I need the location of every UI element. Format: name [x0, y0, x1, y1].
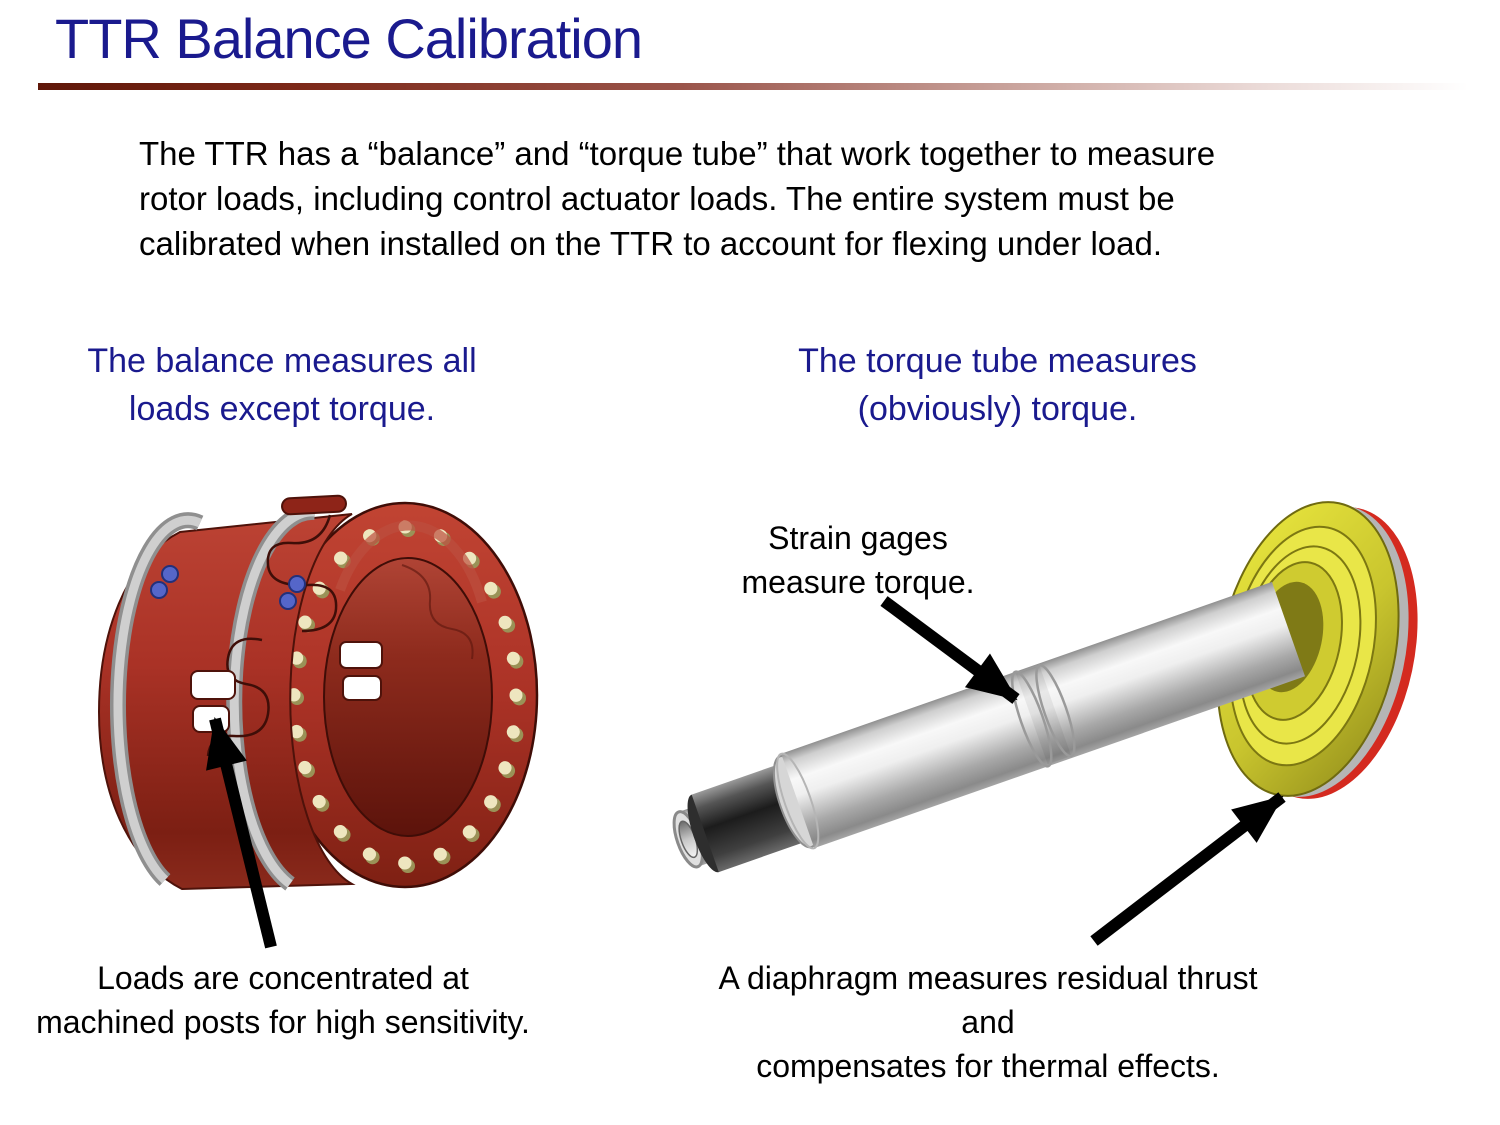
- strain-gage-arrow: [880, 596, 1020, 704]
- intro-line: calibrated when installed on the TTR to …: [139, 225, 1162, 262]
- balance-body: [97, 494, 356, 891]
- bore-groove-pattern: [401, 564, 474, 660]
- heading-line: The balance measures all: [87, 342, 477, 380]
- strain-gages-label: Strain gages measure torque.: [698, 516, 1018, 604]
- caption-line: machined posts for high sensitivity.: [36, 1004, 530, 1040]
- intro-line: rotor loads, including control actuator …: [139, 180, 1175, 217]
- caption-line: A diaphragm measures residual thrust and: [718, 960, 1258, 1040]
- balance-caption: Loads are concentrated at machined posts…: [18, 956, 548, 1044]
- caption-line: compensates for thermal effects.: [756, 1048, 1220, 1084]
- diaphragm-arrow: [1090, 792, 1286, 946]
- heading-line: The torque tube measures: [798, 342, 1197, 380]
- label-line: measure torque.: [741, 564, 975, 600]
- torque-tube-shaft: [672, 581, 1306, 873]
- groove-pattern-upper: [266, 514, 338, 633]
- label-line: Strain gages: [768, 520, 948, 556]
- torque-tube-heading: The torque tube measures (obviously) tor…: [755, 337, 1240, 433]
- heading-line: (obviously) torque.: [857, 390, 1138, 428]
- flange-slots: [339, 641, 383, 701]
- caption-line: Loads are concentrated at: [97, 960, 469, 996]
- title-underline: [38, 83, 1468, 90]
- page-title: TTR Balance Calibration: [55, 7, 643, 70]
- bore-highlight: [335, 520, 487, 604]
- diaphragm-caption: A diaphragm measures residual thrust and…: [718, 956, 1258, 1088]
- machined-posts-arrow: [206, 717, 277, 949]
- shaft-dark-hub: [691, 765, 802, 873]
- flange-bore: [323, 557, 493, 837]
- balance-flange: [271, 501, 539, 889]
- gage-screws: [150, 565, 306, 610]
- balance-heading: The balance measures all loads except to…: [42, 337, 522, 433]
- heading-line: loads except torque.: [128, 390, 436, 428]
- intro-line: The TTR has a “balance” and “torque tube…: [139, 135, 1216, 172]
- balance-illustration: [97, 494, 539, 891]
- intro-paragraph: The TTR has a “balance” and “torque tube…: [139, 131, 1215, 266]
- torque-tube-illustration: [672, 501, 1418, 873]
- top-boss: [281, 494, 347, 516]
